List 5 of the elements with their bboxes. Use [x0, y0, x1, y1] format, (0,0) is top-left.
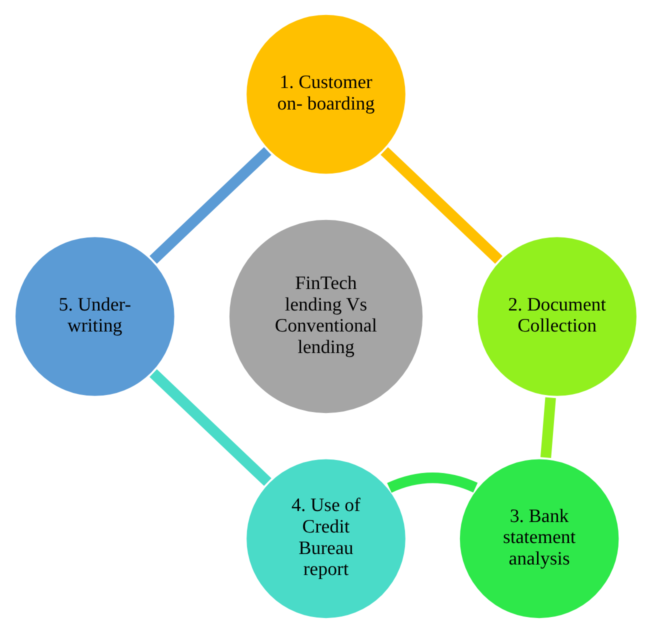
connector: [149, 369, 271, 486]
connector: [386, 472, 478, 493]
connector: [380, 147, 502, 264]
connector: [149, 147, 271, 264]
connector: [540, 397, 556, 458]
